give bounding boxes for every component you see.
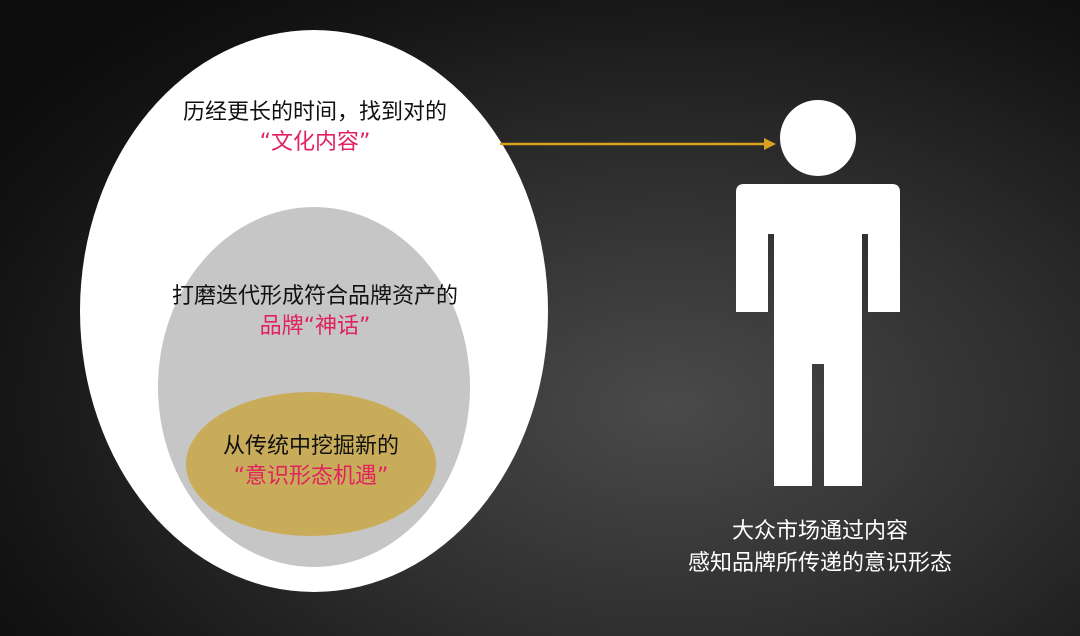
outer-circle-highlight: “文化内容” — [259, 130, 371, 155]
middle-circle-label: 打磨迭代形成符合品牌资产的 品牌“神话” — [130, 282, 500, 342]
inner-circle-highlight: “意识形态机遇” — [233, 464, 389, 489]
audience-caption: 大众市场通过内容 感知品牌所传递的意识形态 — [650, 516, 990, 580]
person-icon — [736, 100, 900, 486]
arrow-right-icon — [500, 138, 776, 150]
outer-circle-text: 历经更长的时间，找到对的 — [182, 100, 447, 125]
outer-circle-label: 历经更长的时间，找到对的 “文化内容” — [130, 98, 500, 158]
inner-circle-text: 从传统中挖掘新的 — [222, 434, 399, 459]
inner-circle-label: 从传统中挖掘新的 “意识形态机遇” — [186, 432, 436, 492]
audience-caption-line2: 感知品牌所传递的意识形态 — [687, 551, 952, 576]
audience-caption-line1: 大众市场通过内容 — [731, 519, 908, 544]
inner-circle — [186, 392, 436, 536]
middle-circle-text: 打磨迭代形成符合品牌资产的 — [171, 284, 458, 309]
middle-circle-highlight: 品牌“神话” — [259, 314, 371, 339]
